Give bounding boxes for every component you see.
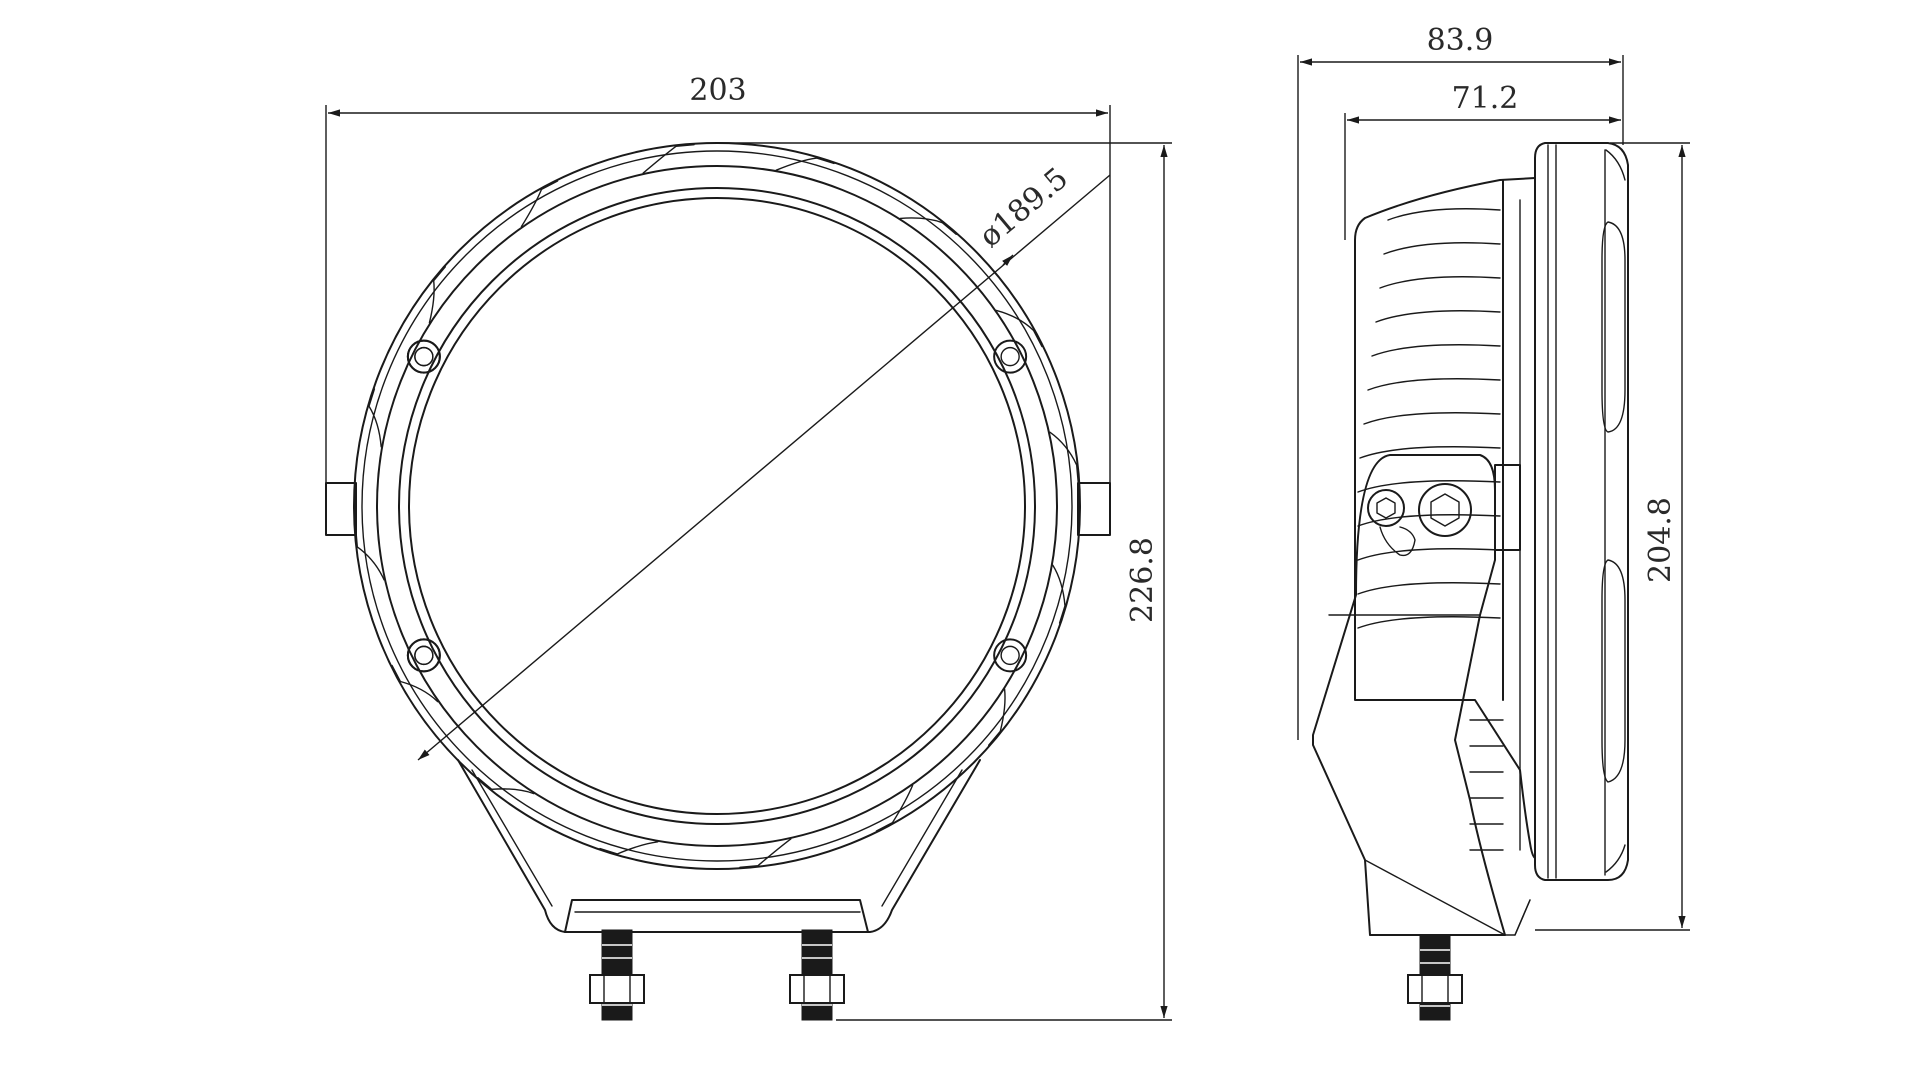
housing-fin — [899, 217, 957, 236]
depth-total-label: 83.9 — [1427, 23, 1494, 58]
bezel-screw — [993, 638, 1028, 673]
housing-fin — [599, 841, 659, 855]
depth-body-label: 71.2 — [1452, 81, 1519, 116]
side-bracket — [1312, 454, 1506, 936]
heatsink-fin — [1375, 310, 1501, 323]
side-mounting-bolt — [1407, 934, 1463, 1021]
width-label: 203 — [689, 73, 746, 108]
bracket-spacer — [1494, 464, 1521, 551]
heatsink-fin — [1357, 548, 1501, 561]
housing-fin — [775, 157, 835, 171]
housing-ring-2 — [361, 150, 1073, 862]
bezel-slot-upper — [1601, 221, 1626, 433]
side-housing — [1354, 177, 1536, 859]
heatsink-fin — [1357, 582, 1501, 595]
housing-fin — [739, 838, 792, 868]
bezel-slot-lower — [1601, 559, 1626, 783]
housing-fin — [368, 388, 382, 448]
bezel-screws — [406, 339, 1028, 673]
bezel-screw — [406, 638, 441, 673]
side-bezel — [1534, 142, 1629, 881]
heatsink-fin — [1367, 378, 1501, 391]
bezel-inner-ring — [398, 187, 1036, 825]
outer-housing-ring — [353, 142, 1081, 870]
height-label: 226.8 — [1125, 537, 1160, 623]
heatsink-fin — [1357, 514, 1501, 527]
bezel-screw — [406, 339, 441, 374]
right-mount-tab — [1077, 482, 1111, 536]
bracket-inner-line-right — [881, 769, 963, 907]
lens — [408, 197, 1026, 815]
heatsink-fin — [1387, 208, 1501, 221]
heatsink-fin — [1357, 616, 1501, 629]
hex-bolt — [1418, 483, 1472, 537]
front-view: ø189.5 203 226.8 — [325, 73, 1172, 1021]
diameter-label: ø189.5 — [973, 161, 1075, 255]
mounting-bolt-left — [589, 929, 645, 1021]
housing-fin — [642, 144, 695, 174]
mounting-bolt-right — [789, 929, 845, 1021]
housing-fin — [477, 776, 535, 795]
heatsink-fin — [1379, 276, 1501, 289]
heatsink-fin — [1363, 412, 1501, 425]
housing-fin — [428, 266, 447, 324]
bottom-bracket — [457, 759, 981, 933]
heatsink-fin — [1359, 446, 1501, 459]
left-mount-tab — [325, 482, 357, 536]
bracket-base-plate — [564, 899, 869, 933]
side-height-label: 204.8 — [1643, 497, 1678, 583]
housing-fin — [355, 528, 385, 581]
heatsink-fin — [1383, 242, 1501, 255]
housing-fin — [1049, 431, 1079, 484]
housing-fin — [875, 784, 914, 832]
bracket-inner-line — [471, 769, 553, 907]
housing-fins — [355, 144, 1079, 868]
diameter-leader — [417, 174, 1111, 761]
bezel-screw — [993, 339, 1028, 374]
housing-fin — [520, 180, 559, 228]
bezel-outer-ring — [376, 165, 1058, 847]
housing-fin — [987, 688, 1006, 746]
housing-fin — [391, 664, 439, 703]
side-view: 83.9 71.2 204.8 — [1297, 23, 1690, 1021]
heatsink-fins — [1357, 208, 1504, 851]
housing-fin — [1052, 564, 1066, 624]
housing-fin — [995, 309, 1043, 348]
heatsink-fin — [1357, 480, 1501, 493]
heatsink-fin — [1371, 344, 1501, 357]
wing-bolt — [1367, 489, 1405, 527]
